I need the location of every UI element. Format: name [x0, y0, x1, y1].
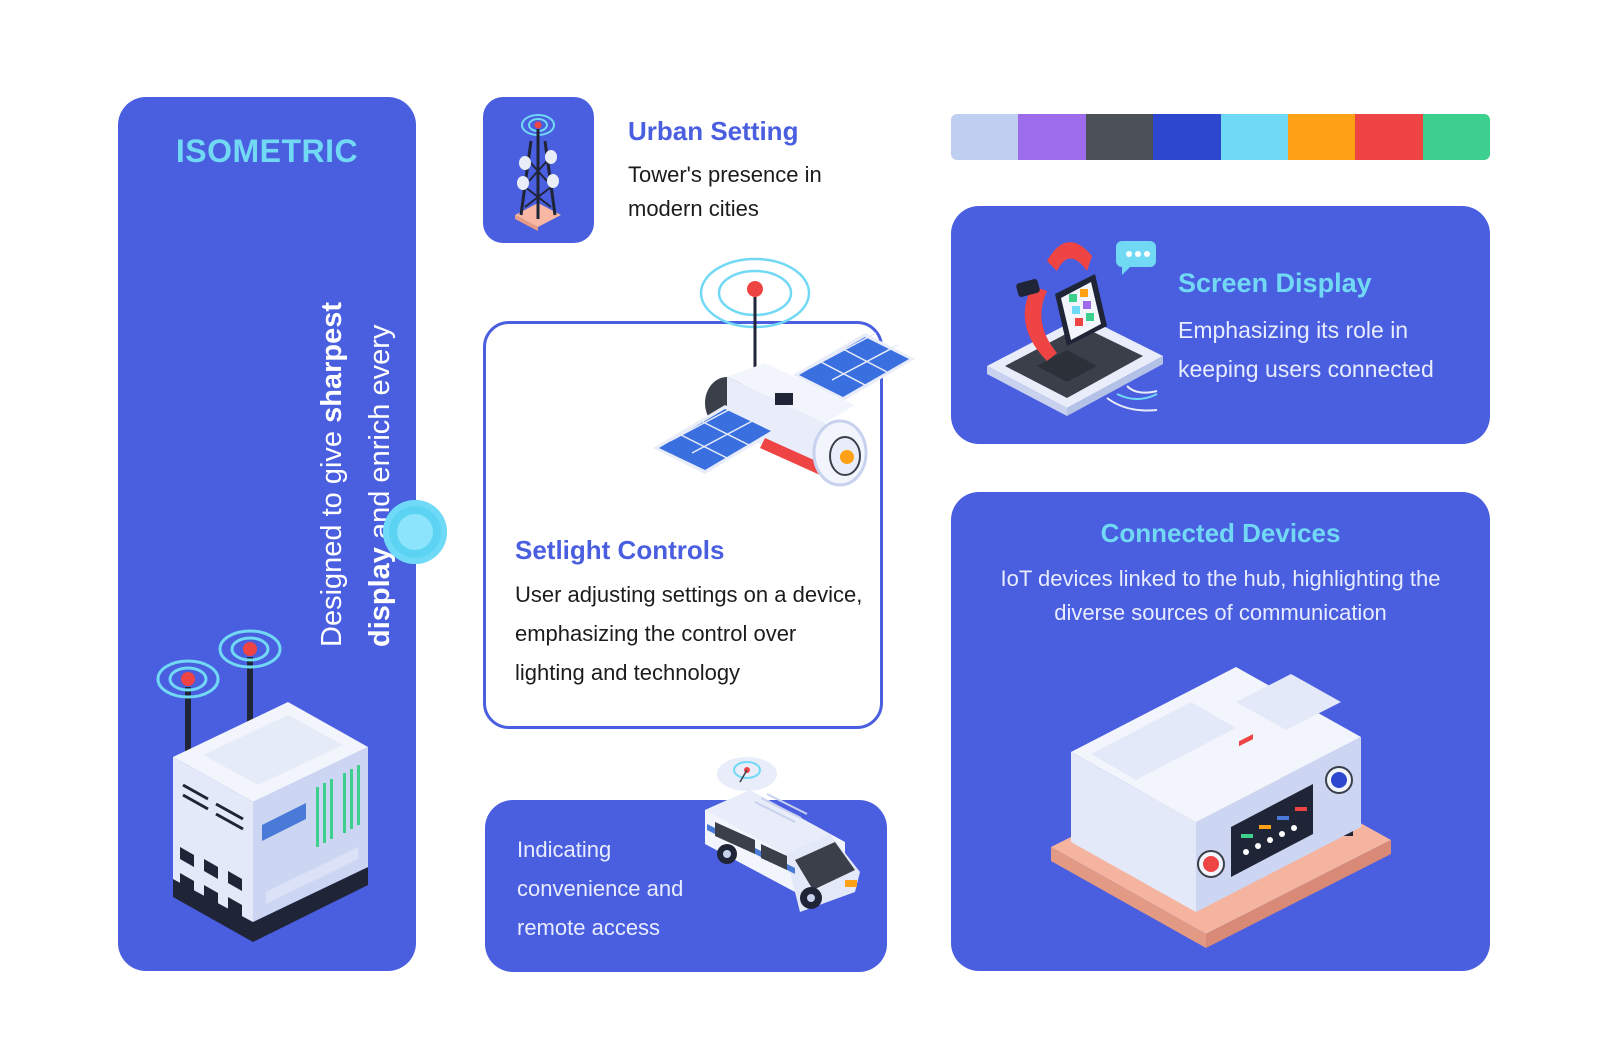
setlight-controls-title: Setlight Controls	[515, 535, 725, 565]
screen-display-description: Emphasizing its role in keeping users co…	[1178, 317, 1434, 382]
isometric-title: ISOMETRIC	[175, 133, 359, 169]
satellite-illustration	[653, 257, 915, 487]
urban-icon-card	[483, 97, 594, 243]
slider-handle-center	[397, 514, 433, 550]
urban-title: Urban Setting	[628, 116, 799, 146]
palette-swatch	[1018, 114, 1086, 160]
connected-devices-card	[951, 492, 1490, 971]
slider-handle[interactable]	[383, 500, 447, 564]
screen-display-title: Screen Display	[1178, 268, 1372, 298]
smartwatch-tablet-illustration	[987, 241, 1163, 416]
remote-access-description: Indicating convenience and remote access	[517, 837, 684, 940]
screen-display-card	[951, 206, 1490, 444]
palette-swatch	[1355, 114, 1423, 160]
connected-devices-description: IoT devices linked to the hub, highlight…	[1000, 566, 1441, 625]
setlight-controls-description: User adjusting settings on a device, emp…	[515, 582, 863, 685]
iot-hub-illustration	[1051, 667, 1391, 948]
server-router-illustration	[156, 629, 368, 942]
palette-swatch	[1085, 114, 1154, 160]
connected-devices-title: Connected Devices	[1100, 518, 1341, 548]
palette-swatch	[1287, 114, 1356, 160]
palette-swatch	[1220, 114, 1288, 160]
color-palette	[951, 114, 1490, 160]
tower-icon	[515, 114, 561, 231]
palette-swatch	[1422, 114, 1490, 160]
satellite-van-illustration	[705, 757, 860, 912]
palette-swatch	[951, 114, 1019, 160]
palette-swatch	[1153, 114, 1221, 160]
urban-description: Tower's presence in modern cities	[628, 162, 822, 221]
